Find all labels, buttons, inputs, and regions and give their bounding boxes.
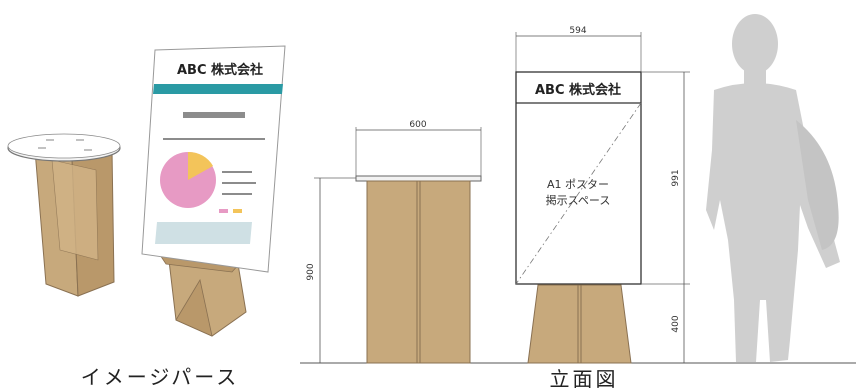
perspective-caption: イメージパース <box>81 365 239 389</box>
poster-label-line1: A1 ポスター <box>547 178 609 191</box>
perspective-poster-company: ABC 株式会社 <box>177 62 263 78</box>
elevation-table: 600 900 <box>306 120 482 364</box>
poster-footer-block <box>155 222 252 244</box>
stand-height-label: 400 <box>671 315 681 332</box>
poster-width-label: 594 <box>569 26 586 36</box>
poster-height-label: 991 <box>671 169 681 186</box>
perspective-table <box>7 133 121 297</box>
perspective-poster-board: ABC 株式会社 <box>141 45 286 273</box>
poster-heading-bar <box>183 112 245 118</box>
elevation-poster-company: ABC 株式会社 <box>535 82 621 98</box>
human-silhouette <box>706 14 840 362</box>
poster-label-line2: 掲示スペース <box>546 193 611 207</box>
elevation-poster-stand: 594 ABC 株式会社 A1 ポスター 掲示スペース 991 400 <box>515 26 690 364</box>
table-height-label: 900 <box>306 263 316 280</box>
table-width-label: 600 <box>409 120 426 130</box>
elevation-caption: 立面図 <box>550 367 619 391</box>
perspective-poster-stand <box>159 251 247 337</box>
